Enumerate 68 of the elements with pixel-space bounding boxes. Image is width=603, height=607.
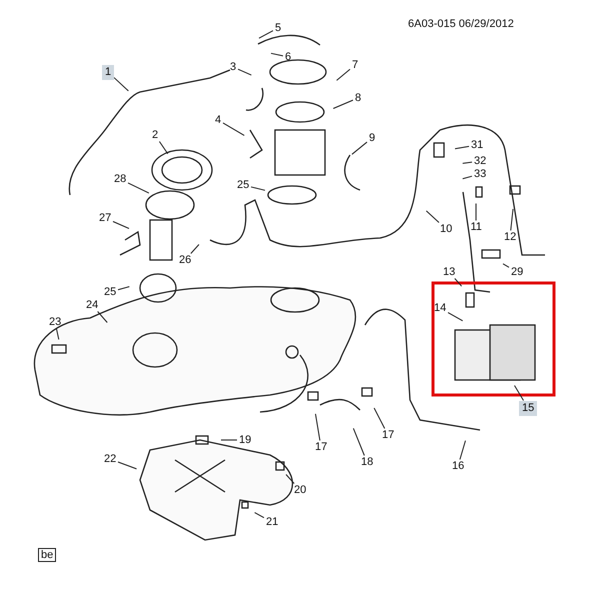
callout-number: 17	[380, 428, 396, 442]
callout-number: 23	[47, 316, 64, 328]
leader-line	[258, 30, 274, 39]
leader-line	[351, 142, 368, 155]
callout-number: 24	[84, 298, 100, 312]
leader-line	[112, 221, 130, 229]
leader-line	[454, 146, 470, 150]
callout-number: 17	[313, 440, 330, 454]
leader-line	[448, 312, 464, 322]
leader-line	[97, 311, 108, 323]
leader-line	[254, 512, 264, 518]
leader-line	[222, 122, 245, 136]
header-reference-text: 6A03-015 06/29/2012	[408, 18, 514, 30]
callout-number: 6	[283, 50, 294, 64]
callout-number: 20	[292, 484, 308, 496]
callout-number: 29	[509, 266, 526, 278]
leader-line	[459, 440, 466, 460]
callout-number: 31	[469, 138, 486, 152]
leader-line	[352, 428, 365, 456]
callout-number: 18	[359, 456, 376, 468]
callout-number: 21	[264, 516, 280, 528]
callout-number: 26	[177, 254, 194, 266]
leader-line	[118, 461, 138, 470]
callout-number: 25	[235, 178, 252, 192]
callout-number: 14	[432, 302, 448, 314]
leader-line	[270, 52, 284, 56]
callout-number: 8	[353, 92, 364, 104]
callout-number: 28	[112, 172, 128, 186]
leader-line	[56, 328, 60, 340]
callout-number: 12	[502, 230, 518, 244]
leader-line	[502, 263, 510, 268]
callout-number: 22	[102, 452, 118, 466]
callout-number: 32	[472, 154, 488, 168]
callout-number: 9	[367, 132, 378, 144]
leader-line	[336, 68, 350, 81]
callout-number: 19	[237, 434, 254, 446]
callout-number: 33	[472, 168, 488, 180]
callout-number: 15	[519, 400, 538, 416]
leader-line	[510, 208, 514, 231]
leader-line	[462, 176, 472, 180]
leader-line	[454, 278, 462, 287]
leader-line	[332, 100, 354, 109]
callout-number: 10	[438, 222, 454, 236]
callout-number: 4	[213, 114, 224, 126]
callout-number: 2	[150, 128, 160, 142]
leader-line	[314, 413, 320, 441]
leader-line	[426, 210, 440, 223]
leader-line	[514, 385, 524, 401]
callout-number: 11	[468, 220, 484, 234]
leader-line	[114, 77, 129, 92]
leader-line	[128, 182, 150, 194]
callout-number: 5	[273, 22, 284, 34]
callout-number: 1	[102, 64, 114, 80]
leader-line	[462, 162, 472, 164]
callout-number: 25	[102, 286, 118, 298]
leader-line	[286, 474, 295, 484]
callout-number: 7	[350, 58, 360, 72]
leader-line	[118, 286, 130, 290]
callout-number: 16	[450, 460, 466, 472]
leader-line	[250, 186, 266, 191]
view-code-label: be	[38, 548, 56, 562]
leader-line	[190, 244, 200, 254]
leader-line	[374, 408, 386, 429]
callout-number: 3	[228, 60, 238, 74]
callout-number: 27	[97, 212, 114, 224]
leader-line	[158, 141, 168, 154]
callout-number: 13	[441, 266, 458, 278]
leader-line	[238, 68, 252, 76]
